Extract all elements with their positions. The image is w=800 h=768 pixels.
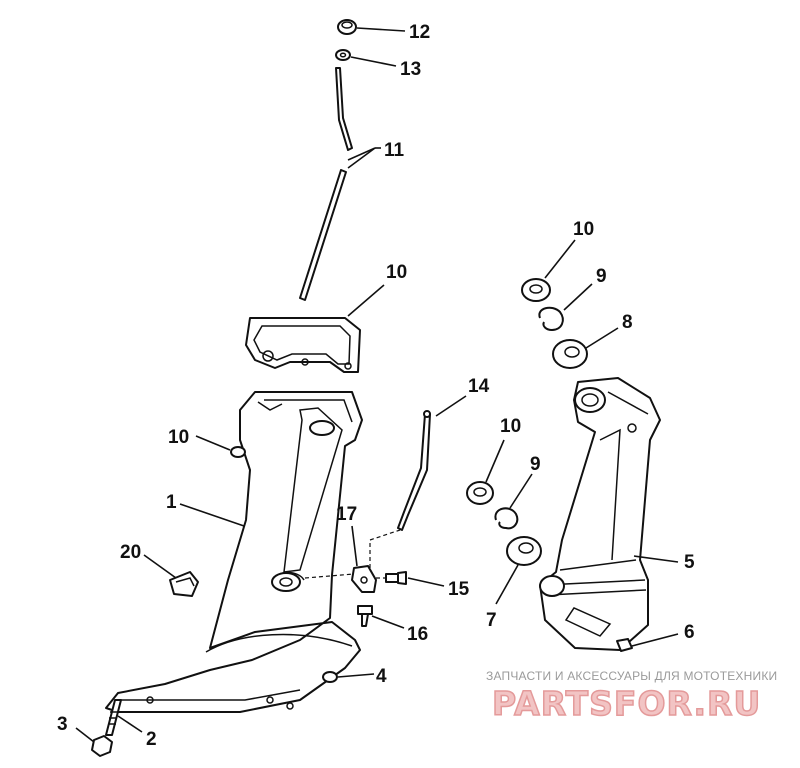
callout-13: 11: [384, 140, 405, 161]
callout-20: 20: [120, 542, 141, 563]
callout-10-upper: 10: [573, 219, 594, 240]
callout-5: 5: [684, 552, 695, 573]
callout-16: 14: [468, 376, 490, 397]
callout-6: 6: [684, 622, 695, 643]
callout-15: 13: [400, 59, 421, 80]
part-7-lower-bushing: [506, 536, 542, 566]
callout-2: 2: [146, 729, 157, 750]
callout-19: 17: [336, 504, 357, 525]
part-2-stud: [105, 699, 122, 736]
part-10-lower-mount: [466, 481, 494, 505]
callout-8: 8: [622, 312, 633, 333]
watermark-brand-logo: PARTSFOR.RU: [491, 683, 762, 724]
callout-1: 1: [166, 492, 177, 513]
callout-labels: 12 13 11 10 10 1 20 2 3 4 14 17 15 16 10…: [57, 22, 695, 750]
part-20-clip: [169, 571, 199, 597]
callout-3: 3: [57, 714, 68, 735]
callout-11: 10: [386, 262, 407, 283]
part-12-plug: [230, 446, 246, 458]
part-19-bracket: [304, 529, 401, 593]
watermark-tagline: ЗАПЧАСТИ И АКСЕССУАРЫ ДЛЯ МОТОТЕХНИКИ: [486, 669, 778, 683]
part-1-driveshaft-housing: [105, 391, 363, 713]
part-9-upper-ring: [538, 306, 564, 331]
part-9-lower-ring: [494, 507, 519, 530]
callout-4: 4: [376, 666, 387, 687]
part-6-pad: [616, 638, 633, 652]
callout-17: 15: [448, 579, 470, 600]
part-11-gasket: [245, 317, 361, 373]
callout-9-upper: 9: [596, 266, 607, 287]
part-10-upper-mount: [521, 278, 551, 302]
callout-12: 10: [168, 427, 189, 448]
part-8-upper-bushing: [552, 339, 588, 369]
callout-18: 16: [407, 624, 428, 645]
callout-9-lower: 9: [530, 454, 541, 475]
part-16-shift-rod: [397, 410, 431, 531]
part-4-nut: [322, 671, 338, 683]
part-13-water-tube: [299, 67, 353, 301]
callout-14: 12: [409, 22, 430, 43]
part-15-washer: [335, 49, 351, 61]
leader-lines: [75, 27, 679, 743]
part-18-screw: [357, 605, 373, 627]
callout-10-lower: 10: [500, 416, 521, 437]
callout-7: 7: [486, 610, 497, 631]
part-14-cap: [337, 19, 357, 35]
part-17-screw: [376, 571, 407, 585]
part-5-swivel-bracket: [539, 377, 661, 651]
part-3-nut: [91, 735, 113, 757]
